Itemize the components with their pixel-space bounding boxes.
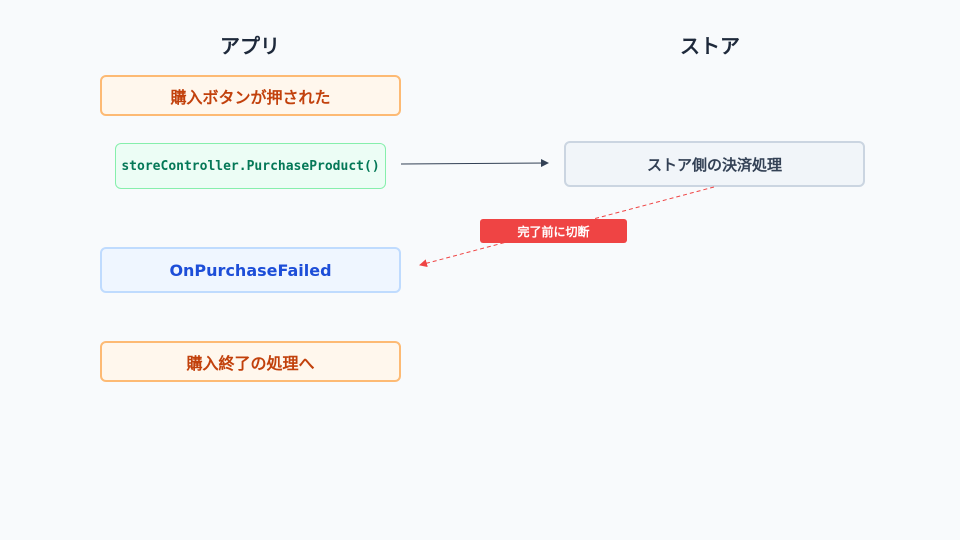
button-pressed-step: 購入ボタンが押された [100,75,401,116]
store-column-header: ストア [680,34,740,58]
app-column-header: アプリ [220,34,280,58]
request-arrow [400,159,549,168]
purchase-product-call: storeController.PurchaseProduct() [115,143,386,189]
purchase-end-handling-step: 購入終了の処理へ [100,341,401,382]
store-payment-processing: ストア側の決済処理 [564,141,865,187]
disconnected-before-completion-badge: 完了前に切断 [480,219,627,243]
on-purchase-failed-callback: OnPurchaseFailed [100,247,401,293]
failure-arrow [419,186,715,268]
